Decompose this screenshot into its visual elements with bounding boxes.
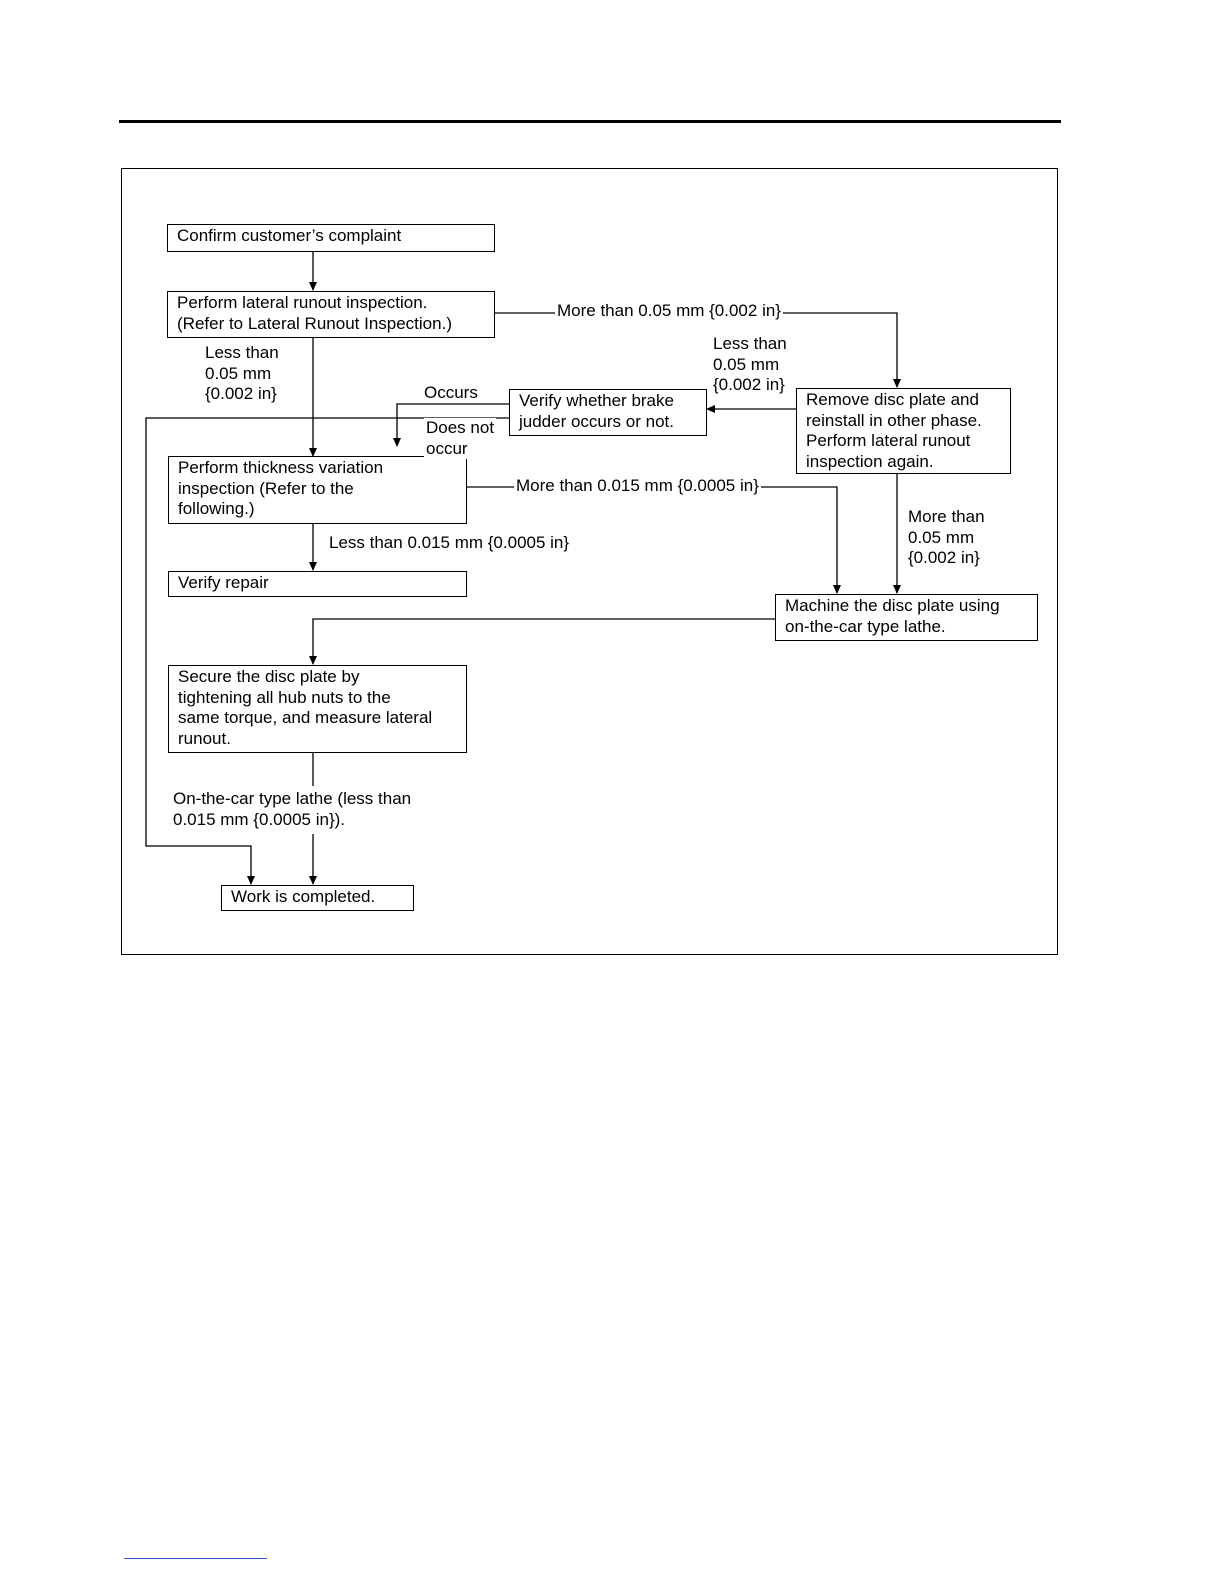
text-line: Verify repair	[178, 573, 269, 592]
step-verify-repair: Verify repair	[168, 571, 467, 597]
arrow-judder-not-occur	[393, 403, 510, 447]
text-line: More than 0.05 mm {0.002 in}	[557, 301, 781, 320]
text-line: occur	[426, 438, 468, 458]
text-line: same torque, and measure lateral	[178, 708, 433, 727]
text-line: More than 0.015 mm {0.0005 in}	[516, 476, 759, 495]
text-line: 0.05 mm	[205, 363, 272, 383]
text-line: {0.002 in}	[205, 384, 277, 403]
text-line: Remove disc plate and	[806, 390, 979, 409]
step-confirm-complaint: Confirm customer’s complaint	[167, 224, 495, 252]
text-line: Less than	[205, 343, 279, 362]
arrow-lateral-to-remove	[494, 312, 901, 388]
label-thickness-less-than: Less than 0.015 mm {0.0005 in}	[327, 533, 571, 554]
text-line: following.)	[178, 499, 255, 518]
text-line: 0.015 mm {0.0005 in}).	[173, 809, 346, 829]
text-line: tightening all hub nuts to the	[178, 687, 391, 707]
text-line: Perform lateral runout inspection.	[177, 293, 428, 312]
text-line: inspection (Refer to the	[178, 478, 354, 498]
text-line: 0.05 mm	[908, 527, 975, 547]
step-lateral-runout-inspection: Perform lateral runout inspection.(Refer…	[167, 291, 495, 338]
label-lateral-more-than: More than 0.05 mm {0.002 in}	[555, 301, 783, 322]
text-line: Confirm customer’s complaint	[177, 226, 402, 245]
text-line: {0.002 in}	[908, 548, 980, 567]
text-line: Work is completed.	[231, 887, 376, 906]
text-line: Machine the disc plate using	[785, 596, 1000, 615]
text-line: 0.05 mm	[713, 354, 780, 374]
text-line: Perform thickness variation	[178, 458, 384, 477]
text-line: Does not	[426, 418, 495, 437]
text-line: judder occurs or not.	[519, 411, 674, 431]
text-line: More than	[908, 507, 985, 526]
text-line: {0.002 in}	[713, 375, 785, 394]
header-rule	[119, 120, 1061, 123]
text-line: (Refer to Lateral Runout Inspection.)	[177, 313, 452, 333]
arrow-machine-to-secure	[309, 618, 776, 665]
text-line: Secure the disc plate by	[178, 667, 360, 686]
label-occurs: Occurs	[422, 383, 480, 404]
arrow-judder-occurs	[145, 417, 510, 885]
text-line: Less than	[713, 334, 787, 353]
text-line: on-the-car type lathe.	[785, 616, 946, 636]
label-thickness-more-than: More than 0.015 mm {0.0005 in}	[514, 476, 761, 497]
text-line: On-the-car type lathe (less than	[173, 789, 412, 808]
text-line: Verify whether brake	[519, 391, 674, 410]
text-line: runout.	[178, 728, 231, 748]
text-line: reinstall in other phase.	[806, 410, 982, 430]
diagram-frame	[121, 168, 1058, 955]
text-line: Perform lateral runout	[806, 431, 971, 450]
text-line: Less than 0.015 mm {0.0005 in}	[329, 533, 570, 552]
step-work-completed: Work is completed.	[221, 885, 414, 911]
text-line: inspection again.	[806, 451, 934, 471]
footer-link-rule	[124, 1558, 267, 1559]
text-line: Occurs	[424, 383, 478, 402]
